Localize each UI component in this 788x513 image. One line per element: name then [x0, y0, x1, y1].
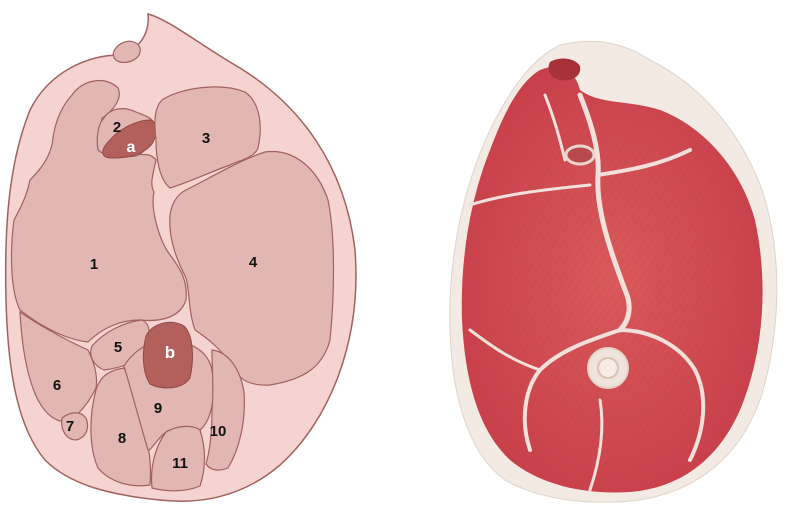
label-muscle-2: 2 [113, 119, 121, 136]
diagram-panel: 1 2 a 3 4 5 b 6 7 8 9 10 11 [6, 14, 356, 501]
photo-bone-upper [566, 146, 594, 164]
label-muscle-4: 4 [249, 254, 258, 271]
photo-small-muscle [548, 59, 580, 81]
label-muscle-3: 3 [202, 130, 210, 147]
label-muscle-1: 1 [90, 256, 98, 273]
label-bone-a: a [127, 139, 136, 156]
label-muscle-8: 8 [118, 430, 126, 447]
label-muscle-6: 6 [53, 377, 61, 394]
photo-panel [450, 41, 777, 502]
label-muscle-7: 7 [66, 418, 74, 435]
label-muscle-9: 9 [154, 400, 162, 417]
label-muscle-11: 11 [172, 455, 188, 472]
label-muscle-10: 10 [210, 423, 227, 440]
label-bone-b: b [165, 343, 175, 362]
photo-bone-marrow [598, 358, 618, 378]
label-muscle-5: 5 [114, 339, 122, 356]
